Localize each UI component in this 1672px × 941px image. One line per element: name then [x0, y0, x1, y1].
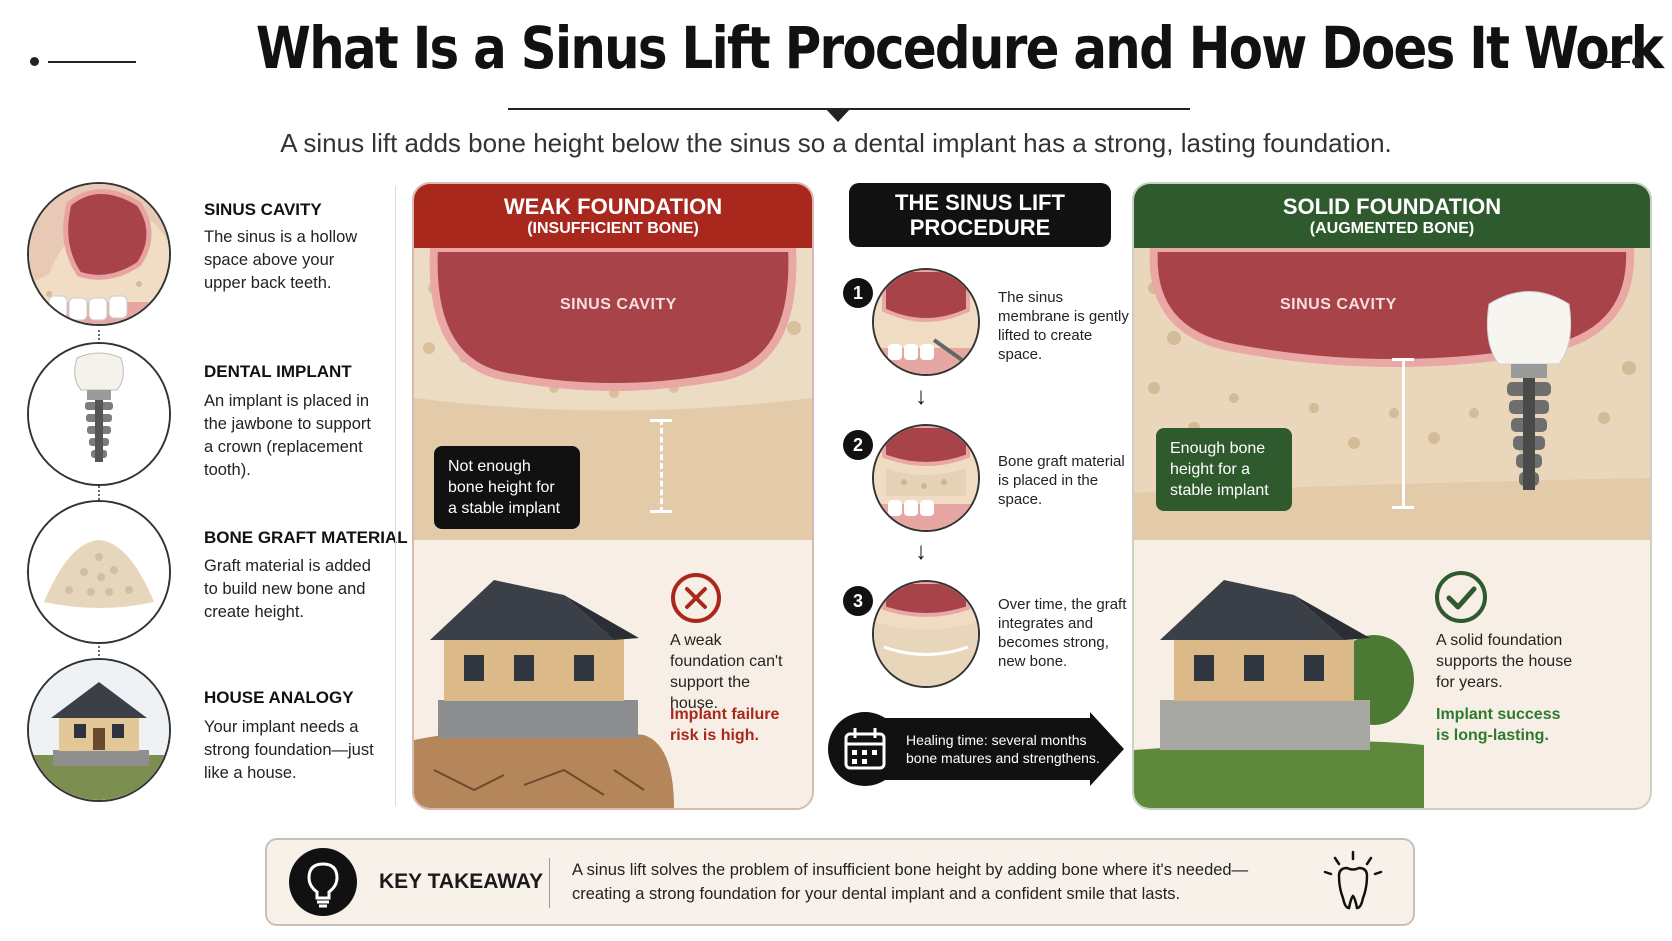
- key-takeaway-label: KEY TAKEAWAY: [379, 870, 544, 893]
- weak-info-box: Not enough bone height for a stable impl…: [434, 446, 580, 529]
- step-1-number: 1: [843, 278, 873, 308]
- house-analogy-illustration: [27, 658, 171, 802]
- legend-graft-title: BONE GRAFT MATERIAL: [204, 528, 408, 547]
- sinus-cavity-illustration: [27, 182, 171, 326]
- legend-divider: [395, 186, 396, 806]
- weak-height-marker-top: [650, 419, 672, 422]
- bone-graft-illustration: [27, 500, 171, 644]
- dental-implant-illustration: [27, 342, 171, 486]
- procedure-title-line2: PROCEDURE: [909, 215, 1051, 240]
- weak-house-illustration: [414, 540, 812, 808]
- legend-sinus-title: SINUS CAVITY: [204, 200, 322, 219]
- step-1-text: The sinus membrane is gently lifted to c…: [998, 289, 1129, 363]
- weak-panel-title: WEAK FOUNDATION: [503, 194, 723, 219]
- title-left-rule: [48, 61, 136, 63]
- solid-panel-title: SOLID FOUNDATION: [1282, 194, 1502, 219]
- lightbulb-icon: [289, 848, 357, 916]
- solid-implant-illustration: [1479, 284, 1579, 519]
- title-left-dot: [30, 57, 39, 66]
- solid-panel-header: SOLID FOUNDATION (AUGMENTED BONE): [1134, 184, 1650, 248]
- weak-panel-header: WEAK FOUNDATION (INSUFFICIENT BONE): [414, 184, 812, 248]
- solid-info-box: Enough bone height for a stable implant: [1156, 428, 1292, 511]
- step-arrow-2: ↓: [915, 538, 927, 565]
- solid-success: Implant success is long-lasting.: [1436, 706, 1561, 744]
- step-3-text: Over time, the graft integrates and beco…: [998, 596, 1127, 670]
- step-3-number: 3: [843, 586, 873, 616]
- weak-risk: Implant failure risk is high.: [670, 706, 780, 744]
- title-underline-pointer: [825, 108, 851, 122]
- solid-height-marker-top: [1392, 358, 1414, 361]
- solid-verdict: A solid foundation supports the house fo…: [1436, 632, 1573, 691]
- step-arrow-1: ↓: [915, 383, 927, 410]
- step-2-illustration: [872, 424, 980, 532]
- step-2-number: 2: [843, 430, 873, 460]
- weak-foundation-panel: WEAK FOUNDATION (INSUFFICIENT BONE) SINU…: [412, 182, 814, 810]
- healing-time-line1: Healing time: several months: [906, 732, 1087, 748]
- legend-connector: [98, 330, 100, 660]
- legend-graft-desc: Graft material is added to build new bon…: [204, 557, 371, 621]
- weak-height-marker: [660, 419, 663, 513]
- key-takeaway-text: A sinus lift solves the problem of insuf…: [572, 861, 1249, 903]
- takeaway-divider: [549, 858, 550, 908]
- step-1-illustration: [872, 268, 980, 376]
- procedure-header: THE SINUS LIFT PROCEDURE: [849, 183, 1111, 247]
- calendar-icon: [828, 712, 902, 786]
- solid-house-illustration: [1134, 540, 1650, 808]
- solid-foundation-panel: SOLID FOUNDATION (AUGMENTED BONE) SINUS …: [1132, 182, 1652, 810]
- procedure-title-line1: THE SINUS LIFT: [895, 190, 1065, 215]
- healing-time-banner: Healing time: several months bone mature…: [828, 712, 1124, 786]
- solid-panel-subtitle: (AUGMENTED BONE): [1309, 220, 1475, 237]
- tooth-icon: [1317, 848, 1389, 925]
- title-right-rule: [1582, 61, 1630, 63]
- title-right-dot: [1632, 57, 1641, 66]
- page-title: What Is a Sinus Lift Procedure and How D…: [255, 14, 1664, 82]
- page-subtitle: A sinus lift adds bone height below the …: [280, 128, 1392, 158]
- x-circle-icon: [670, 572, 722, 629]
- step-2-text: Bone graft material is placed in the spa…: [998, 453, 1125, 508]
- weak-sinus-label: SINUS CAVITY: [560, 296, 677, 313]
- legend-sinus-desc: The sinus is a hollow space above your u…: [204, 228, 358, 292]
- legend-implant-title: DENTAL IMPLANT: [204, 362, 352, 381]
- weak-height-marker-bottom: [650, 510, 672, 513]
- key-takeaway-box: KEY TAKEAWAY A sinus lift solves the pro…: [265, 838, 1415, 926]
- solid-height-marker: [1402, 358, 1405, 508]
- solid-height-marker-bottom: [1392, 506, 1414, 509]
- step-3-illustration: [872, 580, 980, 688]
- legend-house-title: HOUSE ANALOGY: [204, 688, 354, 707]
- legend-house-desc: Your implant needs a strong foundation—j…: [204, 718, 374, 782]
- healing-time-line2: bone matures and strengthens.: [906, 750, 1100, 766]
- legend-implant-desc: An implant is placed in the jawbone to s…: [204, 392, 371, 479]
- weak-panel-subtitle: (INSUFFICIENT BONE): [527, 220, 699, 237]
- solid-sinus-label: SINUS CAVITY: [1280, 296, 1397, 313]
- check-circle-icon: [1434, 570, 1488, 629]
- weak-verdict: A weak foundation can't support the hous…: [670, 632, 783, 712]
